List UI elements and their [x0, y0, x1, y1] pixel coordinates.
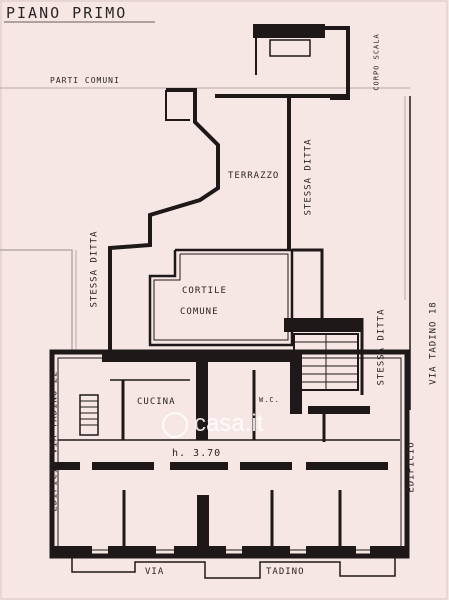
label-edificio: EDIFICIO	[406, 441, 417, 493]
facade-5	[306, 546, 356, 556]
facade-4	[242, 546, 290, 556]
terrazzo-wall	[108, 88, 220, 360]
corridor-wall-2	[92, 462, 154, 470]
right-room-top-wall	[308, 406, 370, 414]
stair-steps	[294, 334, 358, 390]
label-stessa-ditta-left: STESSA DITTA	[89, 230, 100, 308]
right-court-wall	[292, 248, 324, 318]
apartment-inner-line	[57, 357, 402, 551]
pillar-1	[196, 360, 208, 440]
label-comune: COMUNE	[180, 307, 219, 317]
stair-frame	[284, 318, 362, 332]
label-corpo-scala: CORPO SCALA	[372, 33, 381, 91]
corridor-wall-1	[52, 462, 80, 470]
facade-6	[370, 546, 407, 556]
label-cucina: CUCINA	[137, 397, 176, 407]
label-tadino: TADINO	[266, 567, 305, 577]
street-line	[71, 556, 396, 579]
top-stair-hatch	[269, 39, 311, 57]
cortile-wall	[148, 248, 294, 347]
plan-title: PIANO PRIMO	[6, 4, 128, 22]
label-cortile: CORTILE	[182, 286, 227, 296]
lower-pillar	[197, 495, 209, 550]
label-stessa-ditta-top: STESSA DITTA	[303, 138, 314, 216]
facade-3	[174, 546, 226, 556]
facade-1	[52, 546, 92, 556]
corridor-wall-3	[170, 462, 228, 470]
top-stair-block	[253, 24, 325, 38]
corridor-wall-4	[240, 462, 292, 470]
left-building	[0, 249, 73, 350]
watermark: casa.it	[162, 410, 292, 442]
label-parti-comuni: PARTI COMUNI	[50, 76, 120, 85]
label-via-tadino-18: VIA TADINO 18	[428, 301, 439, 385]
apartment-outer-wall	[49, 349, 410, 559]
kitchen-right-block	[290, 352, 302, 414]
left-stair-box	[79, 394, 99, 436]
label-height: h. 3.70	[172, 448, 222, 459]
watermark-text: casa.it	[194, 410, 264, 437]
kitchen-top-wall	[102, 352, 292, 362]
terrazzo-inner	[165, 90, 190, 121]
label-via: VIA	[145, 567, 165, 577]
left-stair-steps	[80, 400, 98, 426]
corridor-wall-5	[306, 462, 388, 470]
facade-2	[108, 546, 156, 556]
house-icon	[162, 412, 188, 438]
cortile-inner	[153, 253, 289, 341]
label-wc: W.C.	[259, 396, 280, 404]
label-terrazzo: TERRAZZO	[228, 171, 280, 181]
label-stessa-ditta-right: STESSA DITTA	[376, 308, 387, 386]
label-edificio-via-tadino-22: EDIFICIO VIA TADINO 22	[49, 370, 60, 512]
